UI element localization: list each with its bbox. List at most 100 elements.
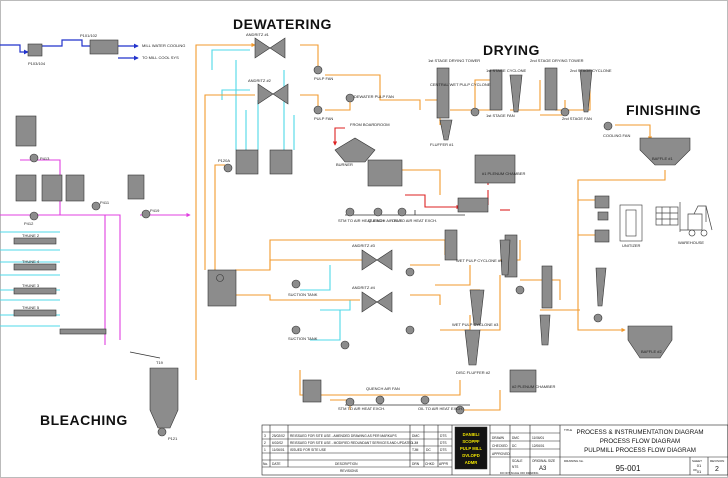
section-title-dewatering: DEWATERING <box>233 16 332 32</box>
sheet-number: 01 <box>697 463 702 468</box>
label-warehouse: WAREHOUSE <box>678 240 704 245</box>
dewater-tank-2 <box>269 149 293 175</box>
revision-row-3-no: 1 <box>264 448 266 452</box>
drying-tower-2a <box>544 67 558 111</box>
title-line-1: PROCESS & INSTRUMENTATION DIAGRAM <box>577 429 704 436</box>
stamp-line-3: PULP MILL <box>460 446 482 451</box>
label-thune-2: THUNE 2 <box>22 233 40 238</box>
revision-row-3-by: TJM <box>412 448 419 452</box>
pump-p120a <box>223 163 233 173</box>
plenum-chamber-1 <box>474 154 516 184</box>
quench-fan-1 <box>373 207 383 217</box>
pump-p121 <box>157 427 167 437</box>
andritz-press-3 <box>361 249 393 271</box>
cyclone-2a <box>579 69 593 113</box>
wet-pulp-cyclone-3 <box>464 329 481 366</box>
suction-tank-pump-2 <box>291 325 301 335</box>
revision-row-3-chk: DC <box>426 448 431 452</box>
stamp-line-4: DVLOPD <box>462 453 479 458</box>
second-stage-fan-2 <box>593 313 603 323</box>
scale-value: NTS <box>512 465 518 469</box>
label-first-fan: 1st STAGE FAN <box>486 113 515 118</box>
drawing-title: TITLE PROCESS & INSTRUMENTATION DIAGRAM … <box>564 428 724 474</box>
cyclone-lower-1 <box>595 267 607 307</box>
label-andritz-3: ANDRITZ #3 <box>352 243 376 248</box>
title-line-2: PROCESS FLOW DIAGRAM <box>600 438 680 445</box>
label-to-mill-cool-sys: TO MILL COOL SYS <box>142 55 179 60</box>
blue-water-lines <box>0 39 139 61</box>
oil-exch-fan-3 <box>455 405 465 415</box>
oil-exch-fan-2 <box>420 395 430 405</box>
label-andritz-2: ANDRITZ #2 <box>248 78 272 83</box>
revision-row-1-app: DTS <box>440 434 447 438</box>
checked-date: 12/06/01 <box>532 444 545 448</box>
revision-row-2-desc: REISSUED FOR SITE USE - MODIFIED REDUNDA… <box>290 441 414 445</box>
size-value: A3 <box>539 466 547 472</box>
equipment <box>13 37 691 429</box>
bale-press-3 <box>597 211 609 221</box>
thune-press-4 <box>13 263 57 271</box>
bleach-tank-2 <box>15 174 37 202</box>
pulp-fan-1 <box>313 65 323 75</box>
label-t19: T19 <box>156 360 164 365</box>
title-block <box>261 424 728 476</box>
equipment-labels: ANDRITZ #1 ANDRITZ #2 ANDRITZ #3 ANDRITZ… <box>22 32 704 441</box>
company-stamp <box>454 426 488 470</box>
label-second-fan: 2nd STAGE FAN <box>562 116 592 121</box>
bleach-tank-1 <box>15 115 37 147</box>
thune-press-2 <box>13 237 57 245</box>
plenum-chamber-1-base <box>457 197 489 213</box>
revision-row-1-date: 25/02/02 <box>272 434 285 438</box>
pulp-fan-2 <box>313 105 323 115</box>
label-cooling-fan: COOLING FAN <box>603 133 630 138</box>
cyclone-1a <box>509 74 523 113</box>
dewater-tank-4 <box>302 379 322 403</box>
cyan-filtrate-lines <box>0 49 360 341</box>
bleach-tank-3 <box>41 174 63 202</box>
sheet-total: 01 <box>697 469 702 474</box>
label-disc-fluffer: DISC FLUFFER #2 <box>456 370 491 375</box>
label-p412: P412 <box>24 221 34 226</box>
oil-heater <box>367 159 403 187</box>
size-label: ORIGINAL SIZE <box>532 459 555 463</box>
revision-row-1-desc: REISSUED FOR SITE USE - AMENDED DRAWING … <box>290 434 397 438</box>
thune-press-5 <box>13 309 57 317</box>
orange-pulp-lines <box>159 42 666 430</box>
revision-title: REVISIONS <box>340 469 359 473</box>
label-wet-pulp-cyclone-4: WET PULP CYCLONE #4 <box>456 258 503 263</box>
revision-number: 2 <box>715 466 719 473</box>
checked-by: DC <box>512 444 517 448</box>
baler-2 <box>627 325 673 359</box>
revision-row-2-app: DTS <box>440 441 447 445</box>
label-suction-tank-1: SUCTION TANK <box>288 292 318 297</box>
burner <box>334 137 376 163</box>
label-fluffer-1: FLUFFER #1 <box>430 142 454 147</box>
revision-row-3-date: 11/06/01 <box>272 448 285 452</box>
drawing-number: 95-001 <box>616 464 641 473</box>
label-dewater-pulp-fan: DEWATER PULP FAN <box>354 94 394 99</box>
thune-press-3 <box>13 287 57 295</box>
drawn-label: DRAWN <box>492 436 505 440</box>
pump-p134 <box>340 340 350 350</box>
revision-row-2-date: 6/02/02 <box>272 441 283 445</box>
approved-label: APPROVED <box>492 452 510 456</box>
stamp-line-2: SCOPPF <box>462 439 480 444</box>
bale-press-2 <box>594 229 610 243</box>
label-thune-5: THUNE 5 <box>22 305 40 310</box>
bleach-tank-4 <box>65 174 85 202</box>
revision-row-3-app: DTS <box>440 448 447 452</box>
label-thune-4: THUNE 4 <box>22 259 40 264</box>
revision-header-by: DRN <box>412 462 420 466</box>
revision-header-no: No. <box>263 462 268 466</box>
label-second-cyclone: 2nd STAGE CYCLONE <box>570 68 612 73</box>
revision-row-1-by: DMC <box>412 434 420 438</box>
drying-tower-1b <box>489 69 503 111</box>
steam-heat-exch-fan-2 <box>345 397 355 407</box>
revision-row-1-no: 3 <box>264 434 266 438</box>
revision-row-3-desc: ISSUED FOR SITE USE <box>290 448 327 452</box>
label-dryer2-tower: 2nd STAGE DRYING TOWER <box>530 58 584 63</box>
dewater-tank-1 <box>235 149 259 175</box>
revision-header-chk: CHKD <box>425 462 435 466</box>
label-first-cyclone: 1st STAGE CYCLONE <box>486 68 526 73</box>
